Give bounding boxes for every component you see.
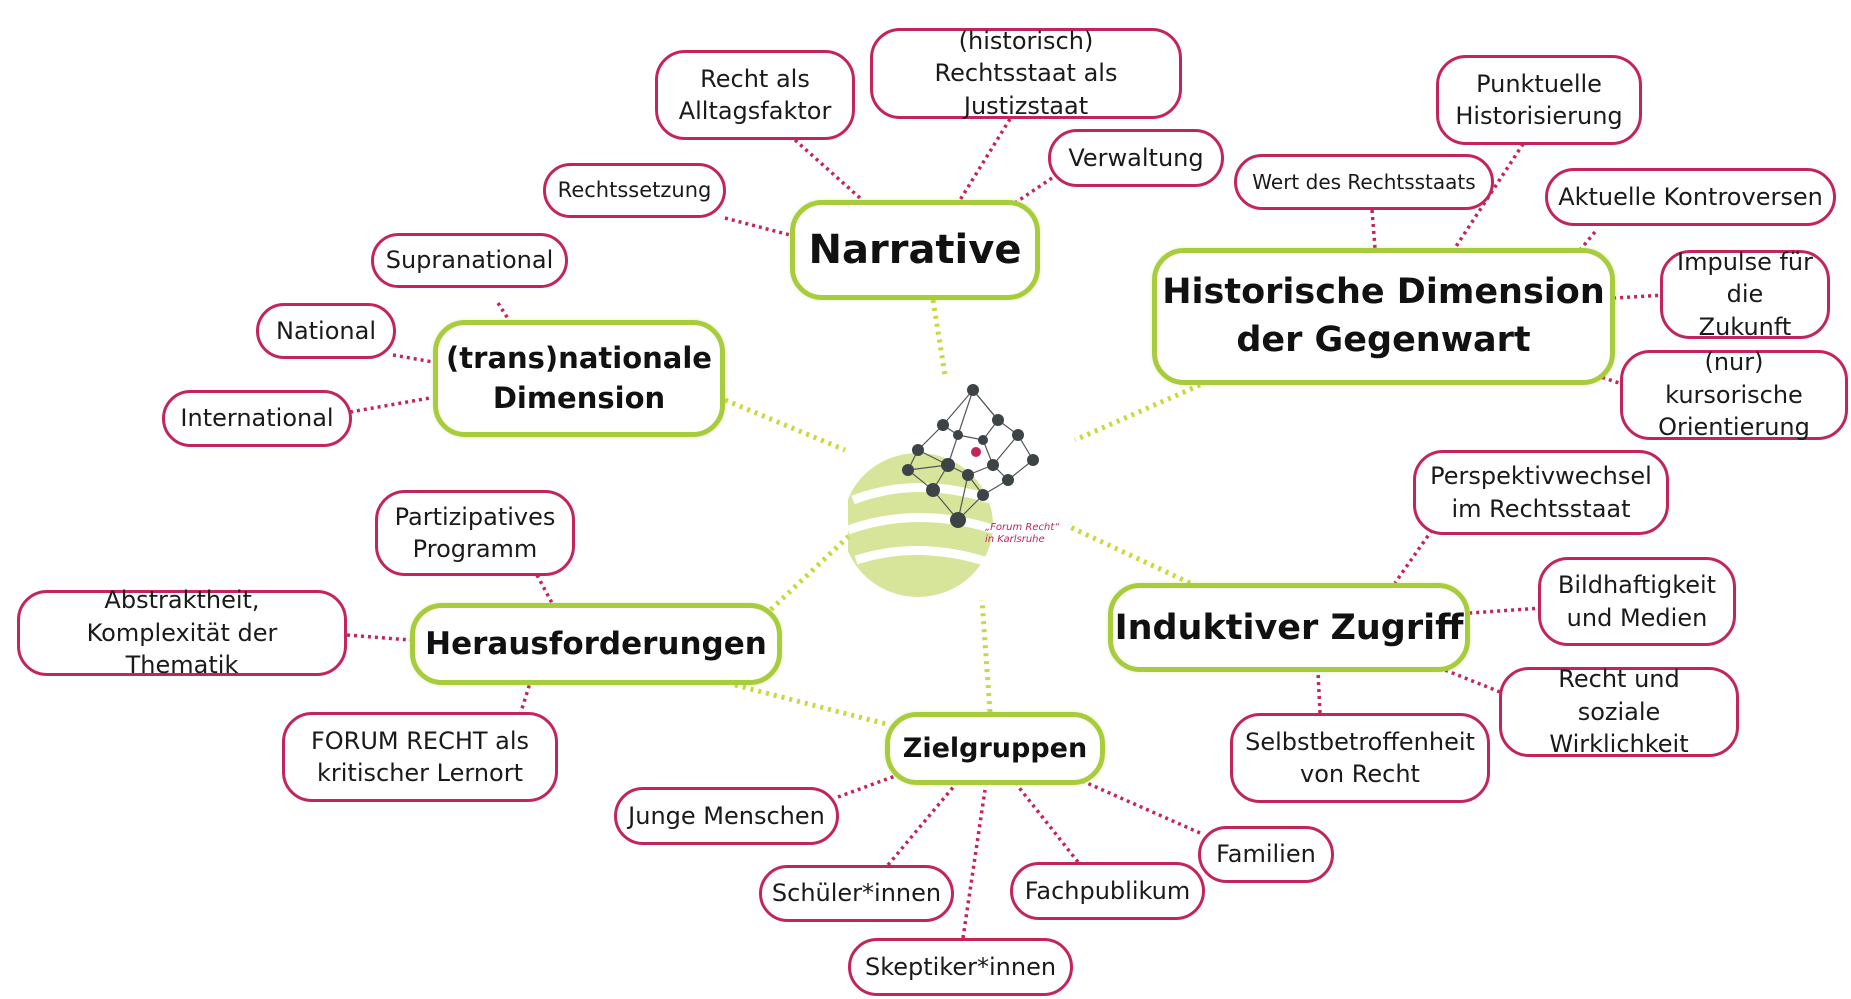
leaf-partizipativ-label: Partizipatives Programm (394, 502, 556, 563)
leaf-soziale-label: Recht und soziale Wirklichkeit (1549, 665, 1689, 759)
leaf-punktuelle-label: Punktuelle Historisierung (1455, 69, 1623, 130)
leaf-skeptiker: Skeptiker*innen (848, 938, 1073, 996)
leaf-verwaltung: Verwaltung (1048, 129, 1224, 187)
main-node-induktiver-label: Induktiver Zugriff (1114, 607, 1464, 648)
leaf-supranational: Supranational (371, 233, 568, 288)
leaf-familien-label: Familien (1216, 840, 1316, 869)
leaf-kursorische: (nur) kursorische Orientierung (1620, 348, 1848, 441)
leaf-verwaltung-label: Verwaltung (1068, 143, 1204, 172)
link-narrative (930, 299, 948, 376)
logo-caption-line2: in Karlsruhe (985, 534, 1045, 545)
forum-recht-logo (843, 380, 1088, 600)
leaf-international-label: International (180, 404, 334, 433)
leaf-partizipativ: Partizipatives Programm (375, 490, 575, 576)
link-historische (1073, 382, 1202, 443)
leaf-bildhaftigkeit: Bildhaftigkeit und Medien (1538, 557, 1736, 646)
leaf-junge: Junge Menschen (614, 787, 839, 845)
leaf-skeptiker-label: Skeptiker*innen (864, 952, 1057, 981)
leaf-forum-lernort: FORUM RECHT als kritischer Lernort (282, 712, 558, 802)
leaf-impulse: Impulse für die Zukunft (1660, 248, 1830, 341)
leaf-punktuelle: Punktuelle Historisierung (1436, 55, 1642, 145)
leaf-rechtssetzung: Rechtssetzung (543, 163, 726, 218)
leaf-junge-label: Junge Menschen (628, 801, 825, 830)
link-zielgruppen-center (979, 599, 993, 713)
logo-caption: „Forum Recht“ in Karlsruhe (985, 522, 1059, 546)
main-node-historische-label: Historische Dimension der Gegenwart (1162, 272, 1605, 360)
link-induktiver (1068, 524, 1192, 586)
leaf-schueler: Schüler*innen (759, 865, 954, 922)
logo-caption-line1: „Forum Recht“ (985, 522, 1060, 533)
leaf-perspektiv-label: Perspektivwechsel im Rechtsstaat (1430, 462, 1652, 523)
main-node-transnational: (trans)nationale Dimension (433, 320, 725, 437)
link-herausforderungen (763, 533, 852, 617)
main-node-zielgruppen-label: Zielgruppen (902, 733, 1088, 764)
main-node-zielgruppen: Zielgruppen (885, 712, 1105, 785)
leaf-familien: Familien (1198, 826, 1334, 883)
leaf-impulse-label: Impulse für die Zukunft (1677, 247, 1813, 341)
leaf-selbstbetroffen: Selbstbetroffenheit von Recht (1230, 713, 1490, 803)
leaf-forum-lernort-label: FORUM RECHT als kritischer Lernort (310, 726, 530, 787)
link-transnational (724, 397, 846, 453)
leaf-rechtsstaat-justiz: (historisch) Rechtsstaat als Justizstaat (870, 26, 1182, 120)
leaf-national: National (256, 303, 396, 359)
main-node-induktiver: Induktiver Zugriff (1108, 583, 1470, 672)
leaf-fachpublikum-label: Fachpublikum (1024, 876, 1191, 905)
leaf-rechtssetzung-label: Rechtssetzung (557, 178, 712, 203)
leaf-national-label: National (275, 316, 376, 345)
main-node-herausforderungen: Herausforderungen (410, 603, 782, 685)
main-node-transnational-label: (trans)nationale Dimension (446, 341, 712, 415)
leaf-wert-rechtsstaat: Wert des Rechtsstaats (1234, 154, 1494, 210)
leaf-recht-alltag-label: Recht als Alltagsfaktor (678, 64, 832, 125)
leaf-aktuelle: Aktuelle Kontroversen (1545, 168, 1836, 226)
leaf-abstraktheit: Abstraktheit, Komplexität der Thematik (17, 586, 347, 679)
leaf-kursorische-label: (nur) kursorische Orientierung (1658, 348, 1810, 442)
network-logo-graphic (843, 384, 1039, 597)
link-herausforderungen-zielgruppen (734, 682, 891, 728)
main-node-narrative-label: Narrative (808, 227, 1022, 273)
main-node-narrative: Narrative (790, 200, 1040, 300)
leaf-selbstbetroffen-label: Selbstbetroffenheit von Recht (1245, 727, 1475, 788)
main-node-historische: Historische Dimension der Gegenwart (1152, 248, 1615, 385)
leaf-schueler-label: Schüler*innen (771, 879, 942, 908)
leaf-recht-alltag: Recht als Alltagsfaktor (655, 50, 855, 140)
leaf-rechtsstaat-justiz-label: (historisch) Rechtsstaat als Justizstaat (934, 26, 1118, 120)
main-node-herausforderungen-label: Herausforderungen (425, 626, 767, 662)
leaf-aktuelle-label: Aktuelle Kontroversen (1558, 182, 1823, 211)
leaf-perspektiv: Perspektivwechsel im Rechtsstaat (1413, 450, 1669, 535)
leaf-supranational-label: Supranational (385, 246, 554, 275)
leaf-international: International (162, 390, 352, 447)
main-links (724, 299, 1202, 728)
leaf-fachpublikum: Fachpublikum (1010, 862, 1205, 920)
leaf-soziale: Recht und soziale Wirklichkeit (1499, 665, 1739, 758)
leaf-wert-rechtsstaat-label: Wert des Rechtsstaats (1252, 169, 1476, 194)
leaf-abstraktheit-label: Abstraktheit, Komplexität der Thematik (86, 586, 278, 680)
leaf-bildhaftigkeit-label: Bildhaftigkeit und Medien (1557, 571, 1717, 632)
